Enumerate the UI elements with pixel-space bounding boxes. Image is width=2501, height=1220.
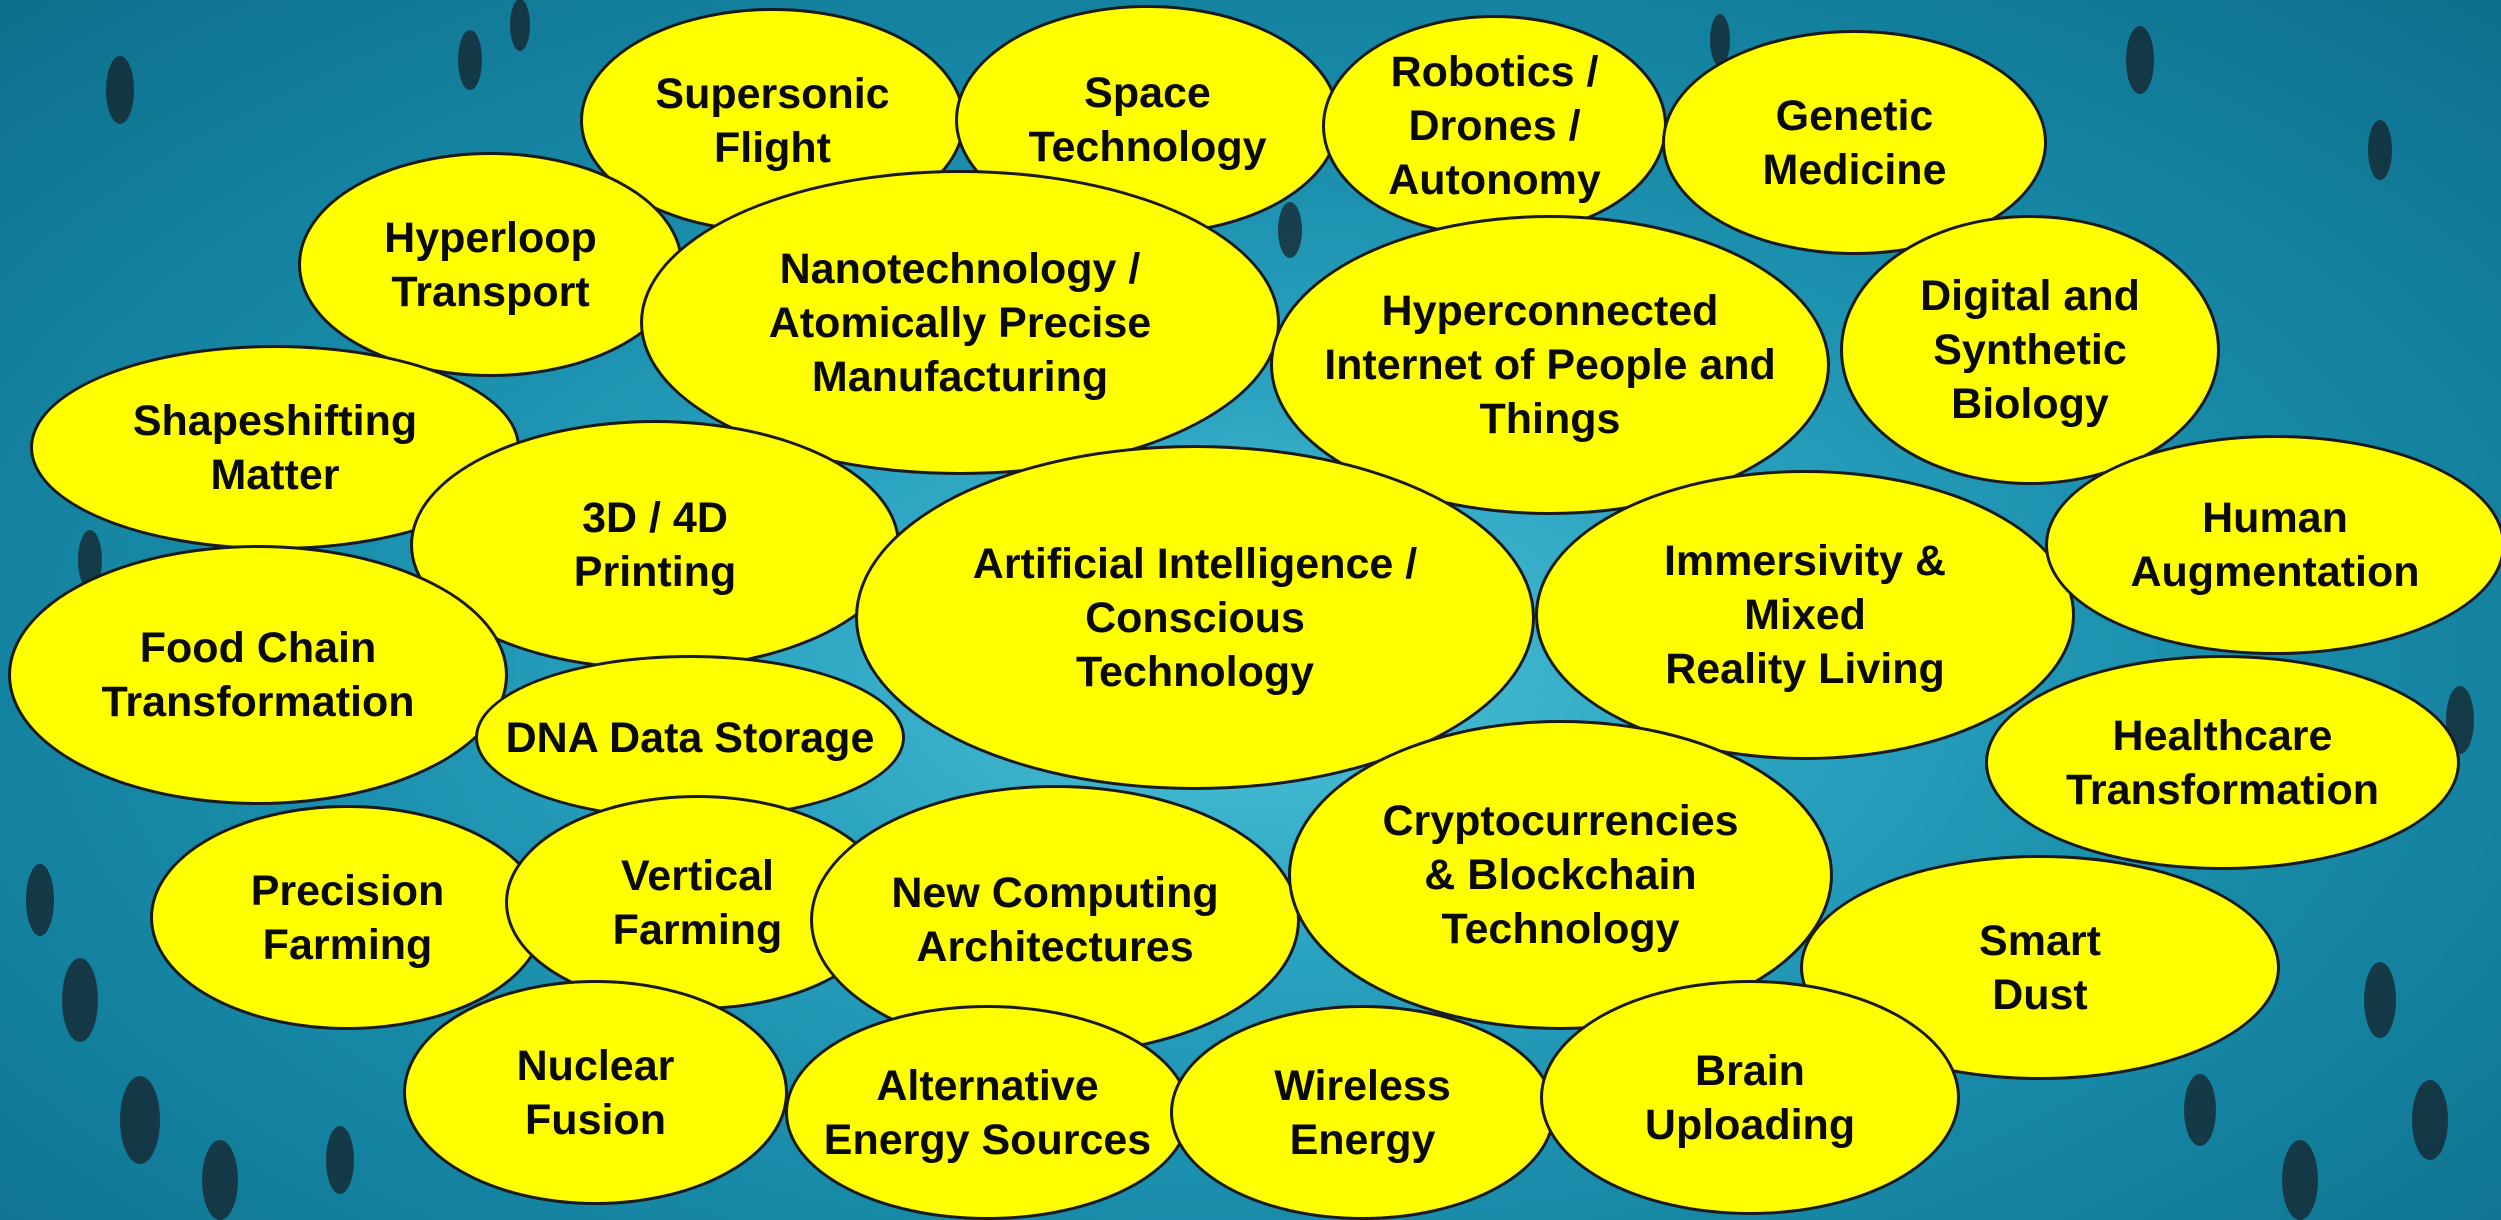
bubble-label: Nuclear Fusion	[516, 1041, 675, 1144]
bubble-label: Digital and Synthetic Biology	[1920, 272, 2140, 428]
bubble-wireless-energy: Wireless Energy	[1170, 1005, 1555, 1220]
bubble-cryptocurrencies-blockchain: Cryptocurrencies & Blockchain Technology	[1288, 720, 1833, 1030]
bubble-human-augmentation: Human Augmentation	[2045, 435, 2501, 655]
bubble-artificial-intelligence: Artificial Intelligence / Conscious Tech…	[855, 445, 1535, 790]
bubble-label: Robotics / Drones / Autonomy	[1388, 48, 1601, 204]
bubble-healthcare-transformation: Healthcare Transformation	[1985, 655, 2460, 870]
bubble-genetic-medicine: Genetic Medicine	[1662, 30, 2047, 255]
bubble-label: Nanotechnology / Atomically Precise Manu…	[768, 244, 1152, 401]
bubble-label: Supersonic Flight	[655, 69, 890, 172]
bubble-robotics-drones-autonomy: Robotics / Drones / Autonomy	[1322, 15, 1667, 237]
bubble-label: Wireless Energy	[1274, 1061, 1451, 1164]
bubble-label: Brain Uploading	[1644, 1046, 1856, 1149]
bubble-label: Vertical Farming	[612, 851, 783, 954]
bubble-brain-uploading: Brain Uploading	[1540, 980, 1960, 1215]
bubble-label: Artificial Intelligence / Conscious Tech…	[972, 539, 1418, 696]
bubble-label: 3D / 4D Printing	[573, 494, 737, 596]
bubble-label: DNA Data Storage	[505, 713, 875, 762]
bubble-label: Hyperconnected Internet of People and Th…	[1324, 287, 1776, 443]
bubble-immersivity-mixed-reality: Immersivity & Mixed Reality Living	[1535, 470, 2075, 760]
bubble-label: Immersivity & Mixed Reality Living	[1663, 537, 1947, 693]
bubble-label: Shapeshifting Matter	[132, 396, 418, 499]
bubble-label: Hyperloop Transport	[384, 213, 597, 316]
bubble-label: Human Augmentation	[2130, 494, 2420, 596]
bubble-label: New Computing Architectures	[891, 869, 1219, 971]
bubble-hyperloop-transport: Hyperloop Transport	[298, 152, 683, 377]
bubble-food-chain-transformation: Food Chain Transformation	[8, 545, 508, 805]
bubble-label: Precision Farming	[250, 866, 445, 969]
bubble-digital-synthetic-biology: Digital and Synthetic Biology	[1840, 215, 2220, 485]
bubble-hyperconnected-internet: Hyperconnected Internet of People and Th…	[1270, 215, 1830, 515]
bubble-new-computing-architectures: New Computing Architectures	[810, 785, 1300, 1055]
bubble-nanotechnology: Nanotechnology / Atomically Precise Manu…	[640, 170, 1280, 475]
bubble-label: Space Technology	[1028, 69, 1267, 171]
bubble-label: Food Chain Transformation	[101, 624, 415, 726]
bubble-label: Cryptocurrencies & Blockchain Technology	[1382, 797, 1739, 953]
bubble-nuclear-fusion: Nuclear Fusion	[403, 980, 788, 1205]
bubble-label: Alternative Energy Sources	[823, 1061, 1152, 1164]
bubble-label: Genetic Medicine	[1762, 91, 1947, 194]
bubble-alternative-energy-sources: Alternative Energy Sources	[785, 1005, 1190, 1220]
bubble-dna-data-storage: DNA Data Storage	[475, 655, 905, 820]
bubble-label: Smart Dust	[1979, 916, 2101, 1019]
bubble-label: Healthcare Transformation	[2066, 711, 2379, 814]
bubble-precision-farming: Precision Farming	[150, 805, 545, 1030]
